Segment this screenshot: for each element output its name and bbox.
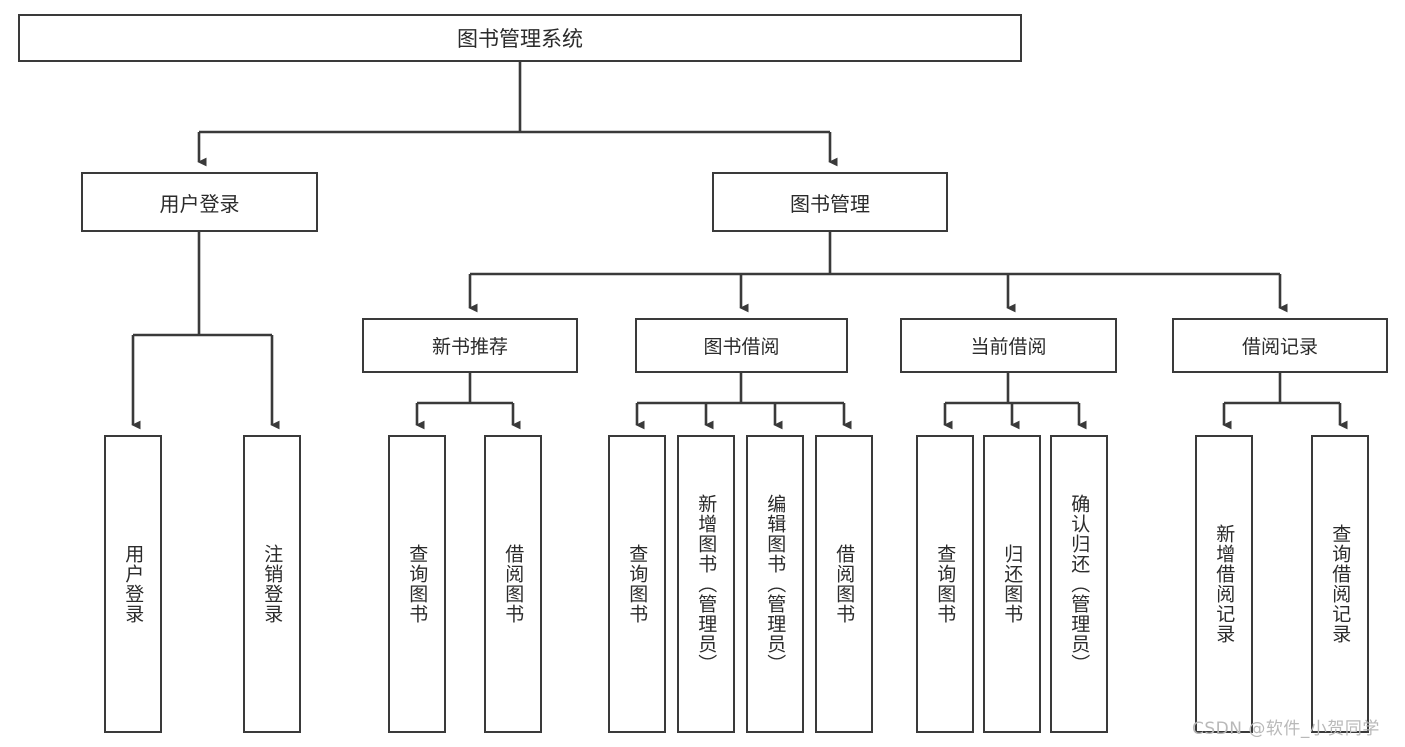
node-borrow-record[interactable]: 借阅记录 [1172, 318, 1388, 373]
node-label: 图书借阅 [703, 336, 780, 358]
watermark-text: CSDN @软件_小贺同学 [1192, 719, 1380, 739]
leaf-borrow-book-1[interactable]: 借阅图书 [484, 435, 542, 733]
node-label: 查询借阅记录 [1329, 524, 1352, 644]
leaf-query-book-1[interactable]: 查询图书 [388, 435, 446, 733]
node-label: 新书推荐 [431, 336, 508, 358]
leaf-query-book-3[interactable]: 查询图书 [916, 435, 974, 733]
node-label: 归还图书 [1001, 544, 1024, 624]
node-label: 借阅记录 [1241, 336, 1318, 358]
leaf-add-book[interactable]: 新增图书（管理员） [677, 435, 735, 733]
leaf-add-record[interactable]: 新增借阅记录 [1195, 435, 1253, 733]
leaf-return-book[interactable]: 归还图书 [983, 435, 1041, 733]
node-label: 新增图书（管理员） [695, 494, 718, 674]
node-label: 图书管理系统 [457, 27, 583, 51]
leaf-user-logout[interactable]: 注销登录 [243, 435, 301, 733]
node-book-borrow[interactable]: 图书借阅 [635, 318, 848, 373]
node-new-book-recommend[interactable]: 新书推荐 [362, 318, 578, 373]
node-label: 编辑图书（管理员） [764, 494, 787, 674]
node-book-management[interactable]: 图书管理 [712, 172, 948, 232]
node-label: 用户登录 [122, 544, 145, 624]
leaf-query-book-2[interactable]: 查询图书 [608, 435, 666, 733]
node-label: 图书管理 [790, 191, 870, 216]
node-label: 借阅图书 [502, 544, 525, 624]
node-label: 用户登录 [159, 191, 240, 216]
node-label: 查询图书 [406, 544, 429, 624]
node-label: 确认归还（管理员） [1068, 494, 1091, 674]
node-label: 注销登录 [261, 544, 284, 624]
leaf-edit-book[interactable]: 编辑图书（管理员） [746, 435, 804, 733]
leaf-query-record[interactable]: 查询借阅记录 [1311, 435, 1369, 733]
node-label: 查询图书 [626, 544, 649, 624]
node-root-system[interactable]: 图书管理系统 [18, 14, 1022, 62]
leaf-confirm-return[interactable]: 确认归还（管理员） [1050, 435, 1108, 733]
node-label: 当前借阅 [970, 336, 1047, 358]
node-label: 新增借阅记录 [1213, 524, 1236, 644]
node-label: 借阅图书 [833, 544, 856, 624]
node-current-borrow[interactable]: 当前借阅 [900, 318, 1117, 373]
node-user-login[interactable]: 用户登录 [81, 172, 318, 232]
leaf-borrow-book-2[interactable]: 借阅图书 [815, 435, 873, 733]
node-label: 查询图书 [934, 544, 957, 624]
leaf-user-login[interactable]: 用户登录 [104, 435, 162, 733]
